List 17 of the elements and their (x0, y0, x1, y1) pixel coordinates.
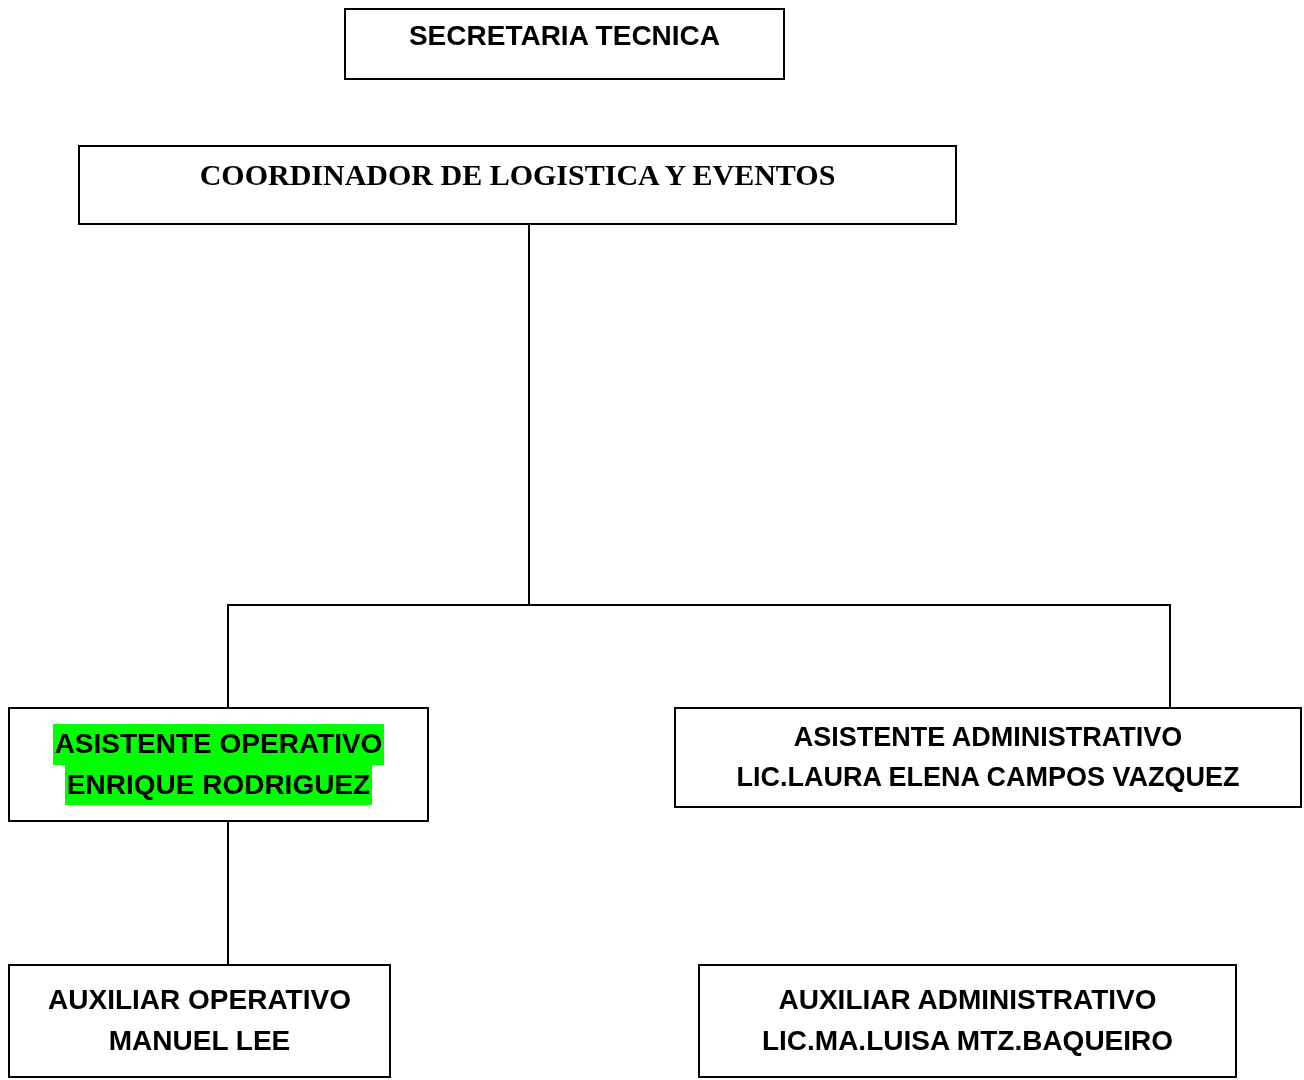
position-title: AUXILIAR OPERATIVO (47, 983, 352, 1018)
org-box (344, 8, 785, 80)
person-name: MANUEL LEE (107, 1024, 292, 1058)
org-box (674, 707, 1302, 808)
position-title: COORDINADOR DE LOGISTICA Y EVENTOS (198, 157, 837, 193)
position-title: SECRETARIA TECNICA (407, 19, 722, 53)
org-box (78, 145, 957, 225)
connector-line (227, 821, 229, 965)
org-box (698, 964, 1237, 1078)
person-name: LIC.MA.LUISA MTZ.BAQUEIRO (760, 1024, 1175, 1058)
position-title: ASISTENTE OPERATIVO (52, 723, 385, 765)
position-title: ASISTENTE ADMINISTRATIVO (792, 721, 1184, 755)
person-name: ENRIQUE RODRIGUEZ (64, 764, 373, 806)
position-title: AUXILIAR ADMINISTRATIVO (777, 983, 1158, 1018)
org-box (8, 964, 391, 1078)
person-name: LIC.LAURA ELENA CAMPOS VAZQUEZ (735, 760, 1241, 794)
org-box (8, 707, 429, 822)
